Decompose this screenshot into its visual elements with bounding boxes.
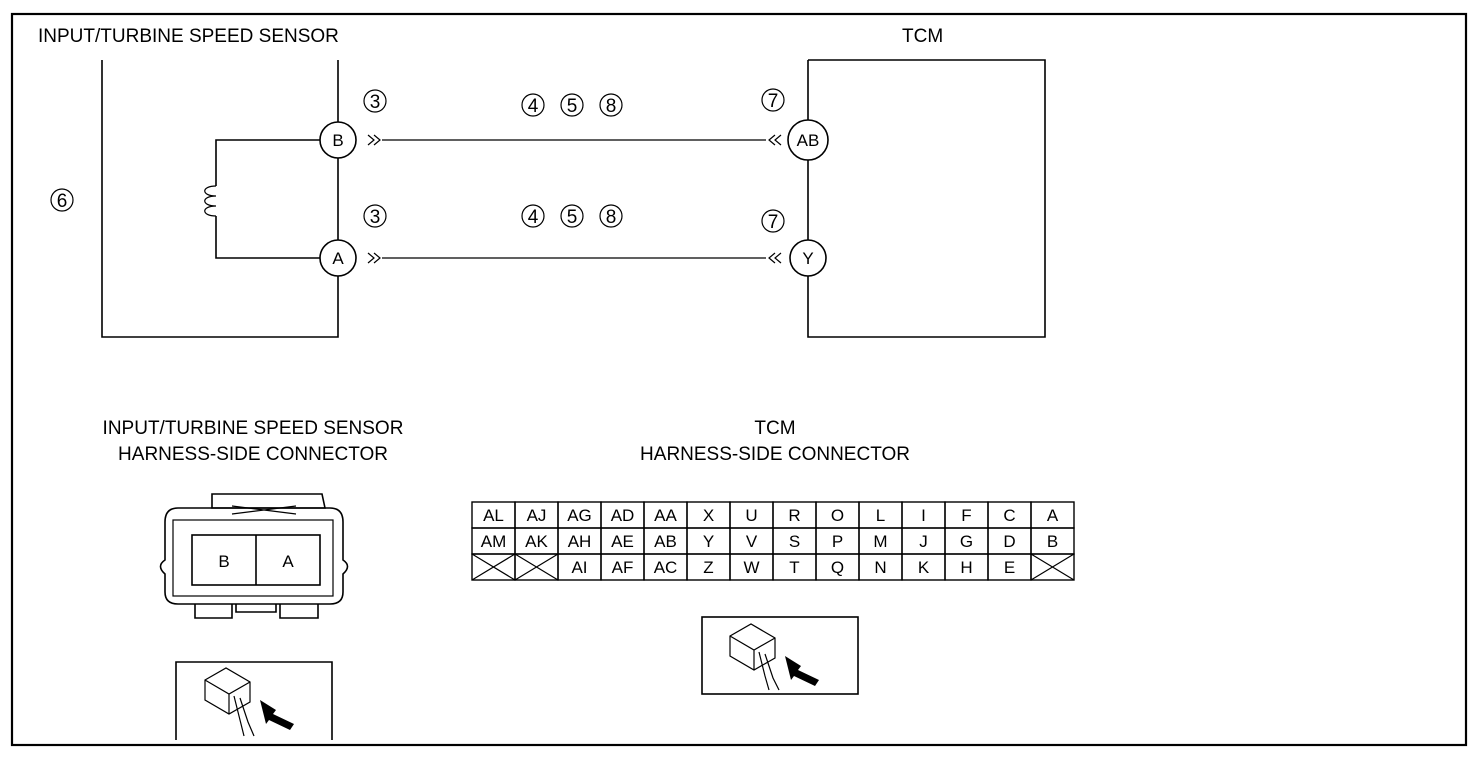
callout-wire-lower: 4 5 8 <box>521 204 623 228</box>
tcm-connector-pin-label: E <box>1004 558 1015 577</box>
sensor-connector-title-1: INPUT/TURBINE SPEED SENSOR <box>103 418 404 439</box>
svg-text:6: 6 <box>57 191 68 212</box>
sensor-box <box>101 60 339 338</box>
tcm-connector-pin-label: D <box>1003 532 1015 551</box>
tcm-connector-pin-label: O <box>831 506 844 525</box>
tcm-connector-title-1: TCM <box>754 418 795 439</box>
tcm-connector-pin-label: AJ <box>527 506 547 525</box>
tcm-connector-pin-label: AH <box>568 532 592 551</box>
tcm-connector-pin-label: K <box>918 558 930 577</box>
svg-text:8: 8 <box>606 96 617 117</box>
tcm-pin-ab: AB <box>787 119 829 161</box>
svg-text:3: 3 <box>370 207 381 228</box>
callout-sensor-body: 6 <box>50 188 74 212</box>
tcm-connector-pin-label: Y <box>703 532 714 551</box>
tcm-connector-pin-label: R <box>788 506 800 525</box>
tcm-connector-pin-label: AI <box>571 558 587 577</box>
sensor-pin-a: A <box>319 239 357 277</box>
tcm-connector-pin-label: AE <box>611 532 634 551</box>
callout-tcm-terminal-lower: 7 <box>761 209 785 233</box>
svg-text:3: 3 <box>370 92 381 113</box>
tcm-connector-pin-label: P <box>832 532 843 551</box>
sensor-connector-shape <box>159 493 349 619</box>
connector-view-icon <box>175 661 333 740</box>
tcm-connector-pin-label: A <box>1047 506 1059 525</box>
tcm-pin-y: Y <box>789 239 827 277</box>
tcm-connector-blank-cell <box>514 553 559 581</box>
tcm-connector-pin-label: W <box>743 558 759 577</box>
svg-text:5: 5 <box>567 96 578 117</box>
callout-wire-upper: 4 5 8 <box>521 93 623 117</box>
tcm-connector-pin-label: Z <box>703 558 713 577</box>
svg-text:B: B <box>332 131 343 150</box>
tcm-connector-pin-label: S <box>789 532 800 551</box>
tcm-label: TCM <box>902 26 943 47</box>
tcm-connector-pin-label: T <box>789 558 799 577</box>
connector-chevron-icon <box>367 134 782 264</box>
tcm-connector-pin-label: AD <box>611 506 635 525</box>
sensor-connector-pin-b: B <box>218 552 229 571</box>
tcm-connector-grid: AL AJ AG AD AA X U R O L I F C A AM AK AH AE AB Y V S P M J G D B AI… <box>471 501 1075 581</box>
svg-text:AB: AB <box>797 131 820 150</box>
tcm-connector-pin-label: H <box>960 558 972 577</box>
tcm-connector-pin-label: I <box>921 506 926 525</box>
tcm-connector-pin-label: AC <box>654 558 678 577</box>
diagram-frame <box>10 12 1468 747</box>
tcm-connector-pin-label: M <box>873 532 887 551</box>
sensor-pin-b: B <box>319 121 357 159</box>
sensor-coil-icon <box>204 139 338 259</box>
tcm-connector-pin-label: C <box>1003 506 1015 525</box>
tcm-connector-pin-label: J <box>919 532 928 551</box>
tcm-connector-blank-cell <box>471 553 516 581</box>
tcm-connector-pin-label: AG <box>567 506 592 525</box>
svg-text:7: 7 <box>768 212 779 233</box>
tcm-connector-title-2: HARNESS-SIDE CONNECTOR <box>640 444 910 465</box>
tcm-connector-pin-label: L <box>876 506 885 525</box>
tcm-connector-pin-label: AB <box>654 532 677 551</box>
tcm-connector-cell <box>1030 553 1075 581</box>
tcm-connector-pin-label: AM <box>481 532 507 551</box>
callout-tcm-terminal-upper: 7 <box>761 88 785 112</box>
callout-sensor-terminal-upper: 3 <box>363 89 387 113</box>
callout-sensor-terminal-lower: 3 <box>363 204 387 228</box>
svg-text:4: 4 <box>528 96 539 117</box>
tcm-connector-pin-label: G <box>960 532 973 551</box>
connector-view-icon <box>701 616 859 695</box>
tcm-connector-pin-label: Q <box>831 558 844 577</box>
tcm-connector-pin-label: F <box>961 506 971 525</box>
svg-text:Y: Y <box>802 249 813 268</box>
tcm-connector-pin-label: U <box>745 506 757 525</box>
tcm-connector-pin-label: AF <box>612 558 634 577</box>
tcm-connector-pin-label: AA <box>654 506 677 525</box>
sensor-connector-pin-a: A <box>282 552 294 571</box>
svg-text:5: 5 <box>567 207 578 228</box>
tcm-connector-pin-label: B <box>1047 532 1058 551</box>
tcm-connector-pin-label: V <box>746 532 758 551</box>
tcm-connector-pin-label: N <box>874 558 886 577</box>
svg-text:A: A <box>332 249 344 268</box>
sensor-connector-title-2: HARNESS-SIDE CONNECTOR <box>118 444 388 465</box>
svg-text:7: 7 <box>768 91 779 112</box>
svg-text:8: 8 <box>606 207 617 228</box>
svg-text:4: 4 <box>528 207 539 228</box>
tcm-connector-pin-label: AK <box>525 532 548 551</box>
tcm-connector-pin-label: AL <box>483 506 504 525</box>
tcm-box <box>807 59 1046 338</box>
tcm-connector-blank-cell <box>1030 553 1075 581</box>
tcm-connector-pin-label: X <box>703 506 714 525</box>
sensor-label: INPUT/TURBINE SPEED SENSOR <box>38 26 339 47</box>
